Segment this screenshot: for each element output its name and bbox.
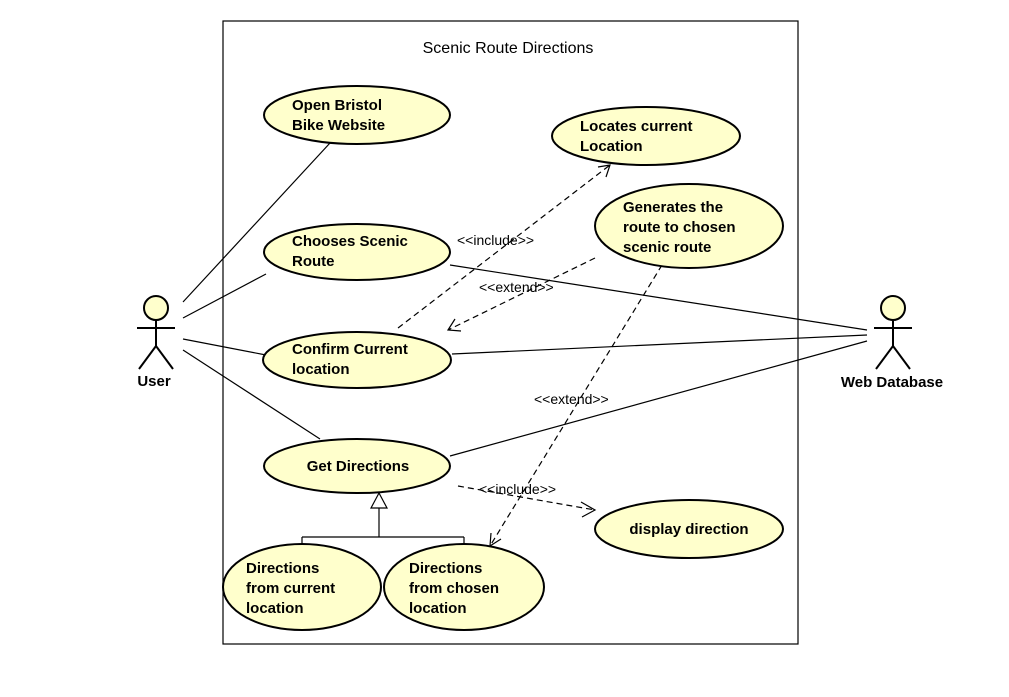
- use-case-chooses-scenic-line1: Chooses Scenic: [292, 233, 408, 250]
- use-case-open-website-line1: Open Bristol: [292, 97, 382, 114]
- extend-generate-confirm-arrowhead: [446, 318, 462, 332]
- include-confirm-locate-line: [397, 164, 611, 329]
- actor-web-database-head: [880, 295, 906, 321]
- include-confirm-locate-label: <<include>>: [457, 232, 534, 248]
- extend-generate-confirm-label: <<extend>>: [479, 279, 554, 295]
- use-case-from-chosen: Directions from chosen location: [383, 543, 545, 631]
- extend-generate-chosen-line: [489, 264, 663, 547]
- use-case-from-current-line3: location: [246, 600, 304, 617]
- actor-web-database-right-leg: [892, 345, 911, 370]
- generalization-triangle: [370, 491, 388, 509]
- assoc-user-confirm-location: [182, 338, 267, 356]
- use-case-from-current-line1: Directions: [246, 560, 319, 577]
- include-get-display-line: [457, 485, 596, 511]
- assoc-db-get-directions: [449, 340, 868, 457]
- use-case-locates-location: Locates current Location: [551, 106, 741, 166]
- assoc-user-chooses-scenic: [182, 273, 267, 319]
- use-case-generates-route-line2: route to chosen: [623, 219, 736, 236]
- actor-user: User: [137, 295, 175, 390]
- include-confirm-locate-arrowhead: [597, 164, 611, 178]
- use-case-chooses-scenic: Chooses Scenic Route: [263, 223, 451, 281]
- use-case-open-website: Open Bristol Bike Website: [263, 85, 451, 145]
- actor-user-right-leg: [155, 345, 174, 370]
- use-case-get-directions-line1: Get Directions: [307, 458, 410, 475]
- actor-web-database-label: Web Database: [841, 374, 943, 391]
- use-case-from-chosen-line2: from chosen: [409, 580, 499, 597]
- use-case-from-chosen-line3: location: [409, 600, 467, 617]
- use-case-locates-location-line2: Location: [580, 138, 643, 155]
- system-title: Scenic Route Directions: [423, 40, 594, 57]
- use-case-from-current: Directions from current location: [222, 543, 382, 631]
- extend-generate-confirm-line: [447, 257, 596, 331]
- assoc-user-open-website: [182, 142, 331, 303]
- actor-user-left-leg: [138, 345, 157, 370]
- use-case-chooses-scenic-line2: Route: [292, 253, 335, 270]
- extend-generate-chosen-arrowhead: [489, 532, 502, 548]
- use-case-get-directions: Get Directions: [263, 438, 451, 494]
- use-case-display-direction-line1: display direction: [629, 521, 748, 538]
- include-get-display-label: <<include>>: [479, 481, 556, 497]
- assoc-db-confirm-location: [451, 334, 868, 355]
- include-get-display-arrowhead: [580, 501, 597, 518]
- assoc-user-get-directions: [182, 349, 321, 440]
- use-case-from-current-line2: from current: [246, 580, 335, 597]
- use-case-generates-route: Generates the route to chosen scenic rou…: [594, 183, 784, 269]
- extend-generate-chosen-label: <<extend>>: [534, 391, 609, 407]
- actor-user-head: [143, 295, 169, 321]
- use-case-display-direction: display direction: [594, 499, 784, 559]
- use-case-locates-location-line1: Locates current: [580, 118, 693, 135]
- use-case-generates-route-line1: Generates the: [623, 199, 723, 216]
- system-boundary: [222, 20, 799, 645]
- use-case-from-chosen-line1: Directions: [409, 560, 482, 577]
- actor-web-database: Web Database: [841, 295, 943, 391]
- use-case-confirm-location-line1: Confirm Current: [292, 341, 408, 358]
- assoc-db-chooses-scenic: [449, 264, 868, 331]
- use-case-confirm-location-line2: location: [292, 361, 350, 378]
- use-case-open-website-line2: Bike Website: [292, 117, 385, 134]
- use-case-confirm-location: Confirm Current location: [262, 331, 452, 389]
- actor-user-label: User: [137, 373, 171, 390]
- actor-web-database-left-leg: [875, 345, 894, 370]
- use-case-generates-route-line3: scenic route: [623, 239, 711, 256]
